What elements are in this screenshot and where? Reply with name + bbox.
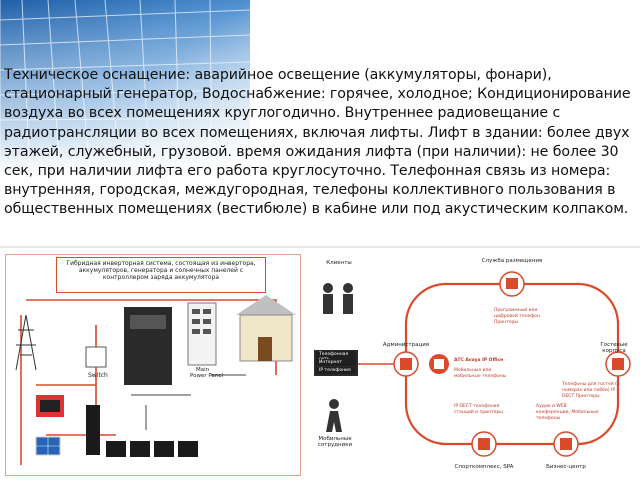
switch-icon — [85, 346, 107, 368]
description-text: Техническое оснащение: аварийное освещен… — [4, 67, 631, 218]
hybrid-inverter-diagram: Гибридная инверторная система, состоящая… — [5, 254, 301, 476]
sport-node-icon — [471, 431, 497, 457]
internet-label: Интернет — [316, 359, 356, 366]
divider — [0, 246, 640, 248]
battery-icon — [86, 405, 198, 457]
business-node-icon — [553, 431, 579, 457]
svg-text:Power Panel: Power Panel — [190, 373, 224, 379]
svg-text:Main: Main — [196, 367, 210, 373]
business-label: Бизнес-центр — [546, 464, 586, 470]
guest-node-icon — [605, 351, 631, 377]
core-sub-label: Мобильные или мобильные телефоны — [454, 368, 507, 379]
clients-label: Клиенты — [326, 260, 352, 266]
note-business: Аудио и WEB конференции, Мобильные телеф… — [536, 404, 599, 421]
power-tower-icon — [15, 314, 37, 371]
guest-label: Гостевые корпуса — [600, 342, 628, 354]
mobile-staff-label: Мобильные сотрудники — [317, 436, 353, 448]
telephony-diagram: Клиенты Служба размещения Администрация … — [304, 254, 640, 480]
solar-panel-icon — [35, 436, 61, 456]
clients-icon — [323, 283, 353, 314]
note-service: Программный или цифровой телефон. Принте… — [494, 308, 542, 325]
diagram-header: Гибридная инверторная система, состоящая… — [56, 257, 266, 293]
sport-label: Спорткомплекс, SPA — [454, 464, 514, 470]
ip-phones-label: IP телефония — [316, 367, 356, 374]
svg-text:Switch: Switch — [88, 372, 108, 379]
core-node-icon — [429, 354, 449, 374]
inverter-system-drawing: Switch Main Power Panel — [15, 295, 296, 465]
note-sport: IP DECT телефония станций и принтеры — [454, 404, 503, 415]
building-photo — [0, 0, 250, 175]
mobile-staff-icon — [326, 399, 342, 432]
note-guest: Телефоны для гостей (в номерах или лобби… — [562, 382, 620, 399]
core-label: АТС Avaya IP Office — [454, 358, 504, 363]
house-icon — [236, 295, 296, 362]
service-label: Служба размещения — [481, 258, 543, 264]
service-node-icon — [499, 271, 525, 297]
admin-node-icon — [393, 351, 419, 377]
admin-label: Администрация — [382, 342, 430, 348]
